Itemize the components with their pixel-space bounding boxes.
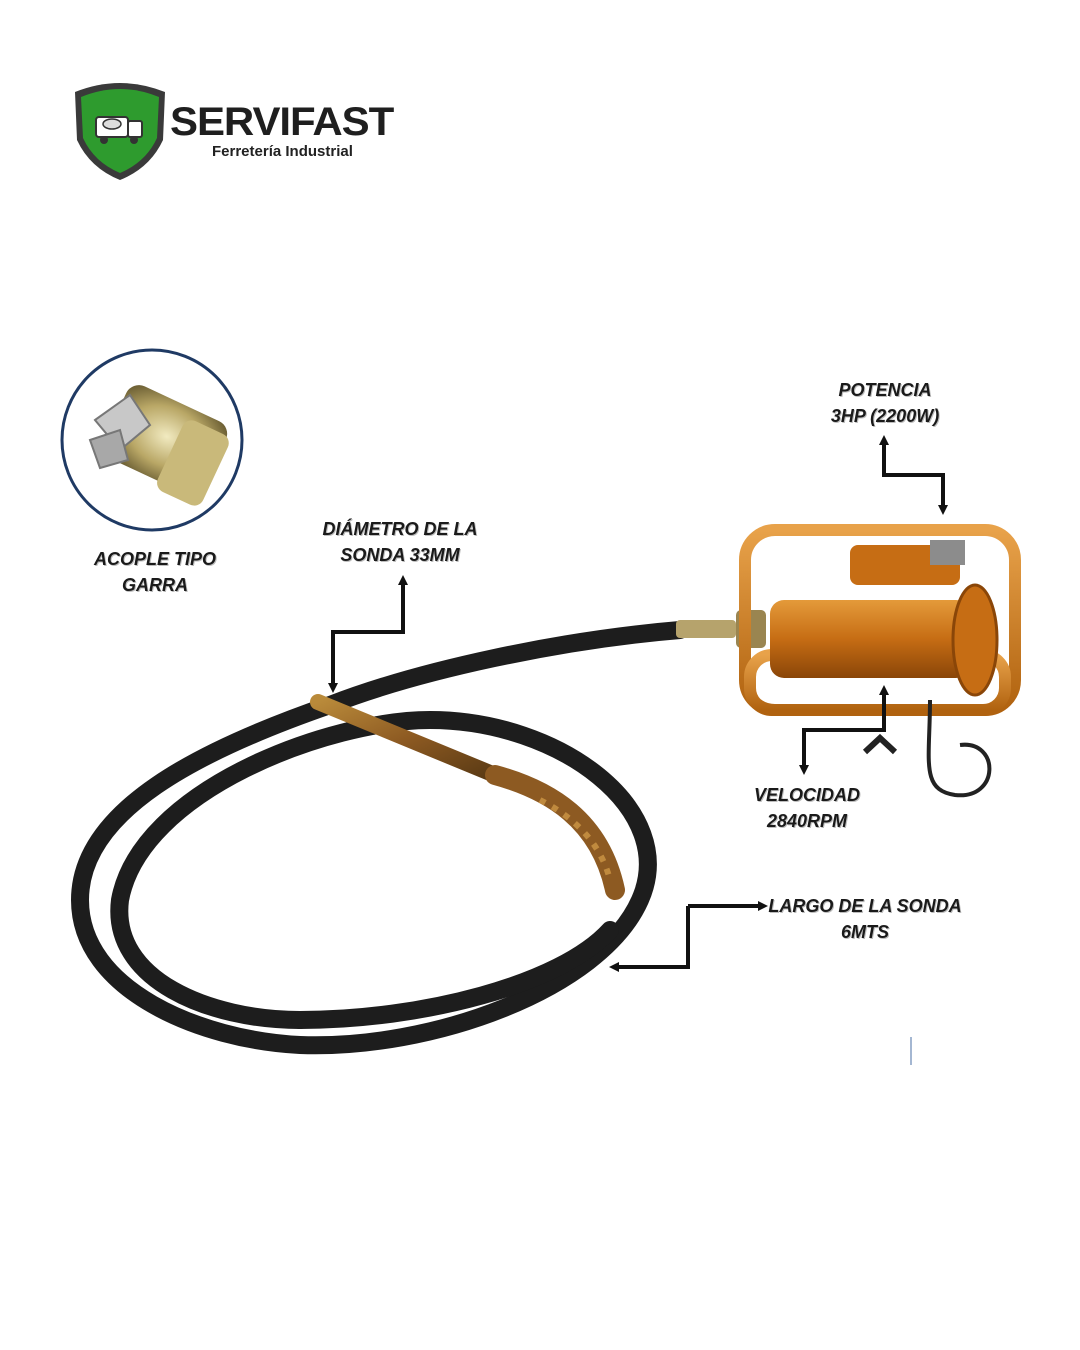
speed-label-line1: VELOCIDAD (753, 785, 860, 805)
probe-image (310, 694, 625, 900)
diameter-label: DIÁMETRO DE LA SONDA 33MM (300, 516, 500, 568)
length-label: LARGO DE LA SONDA 6MTS (760, 893, 970, 945)
power-arrow (879, 435, 948, 515)
coupling-label-line1: ACOPLE TIPO (93, 549, 216, 569)
power-label: POTENCIA 3HP (2200W) (790, 377, 980, 429)
power-label-line1: POTENCIA (838, 380, 932, 400)
coupling-image-icon (88, 385, 229, 506)
diameter-arrow (328, 575, 408, 693)
coupling-label-line2: GARRA (122, 575, 188, 595)
length-label-line1: LARGO DE LA SONDA (768, 896, 962, 916)
diameter-label-line1: DIÁMETRO DE LA (322, 519, 478, 539)
length-arrow (609, 901, 768, 972)
length-label-line2: 6MTS (840, 922, 889, 942)
motor-image (739, 524, 1021, 798)
diameter-label-line2: SONDA 33MM (340, 545, 460, 565)
coupling-label: ACOPLE TIPO GARRA (60, 546, 250, 598)
power-label-line2: 3HP (2200W) (830, 406, 940, 426)
speed-label-line2: 2840RPM (766, 811, 848, 831)
speed-arrow (799, 685, 889, 775)
hose-image (70, 621, 689, 1055)
brand-name: SERVIFAST (170, 100, 394, 144)
brand-tagline: Ferretería Industrial (212, 143, 353, 160)
speed-label: VELOCIDAD 2840RPM (712, 782, 902, 834)
